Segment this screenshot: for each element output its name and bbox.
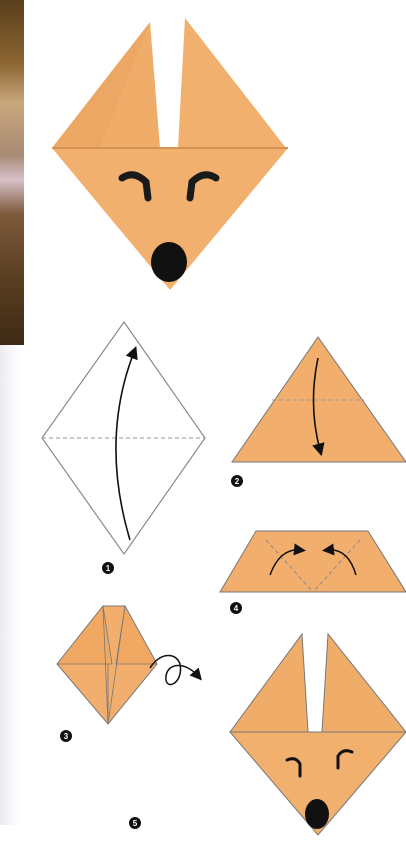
step-number-3: 3 xyxy=(64,732,69,741)
step-badge-4: 4 xyxy=(230,602,242,614)
step-number-4: 4 xyxy=(234,604,239,613)
step-number-1: 1 xyxy=(106,564,111,573)
nose xyxy=(305,799,329,829)
step-badge-2: 2 xyxy=(231,475,243,487)
step-4-diagram xyxy=(220,531,406,592)
step-badge-5: 5 xyxy=(129,817,141,829)
step-3-diagram xyxy=(57,606,198,724)
nose xyxy=(151,242,187,282)
step-1-diagram xyxy=(42,322,205,554)
right-ear xyxy=(322,634,406,732)
step-2-diagram xyxy=(232,337,406,462)
flip-over-arrow xyxy=(150,655,198,684)
left-ear xyxy=(230,634,308,732)
step-number-5: 5 xyxy=(133,819,138,828)
step-number-2: 2 xyxy=(235,477,240,486)
step-badge-1: 1 xyxy=(102,562,114,574)
step-5-diagram xyxy=(230,634,406,835)
paper-trapezoid xyxy=(220,531,406,592)
right-ear xyxy=(178,18,286,148)
step-badge-3: 3 xyxy=(60,730,72,742)
finished-fox-photo xyxy=(52,18,288,290)
